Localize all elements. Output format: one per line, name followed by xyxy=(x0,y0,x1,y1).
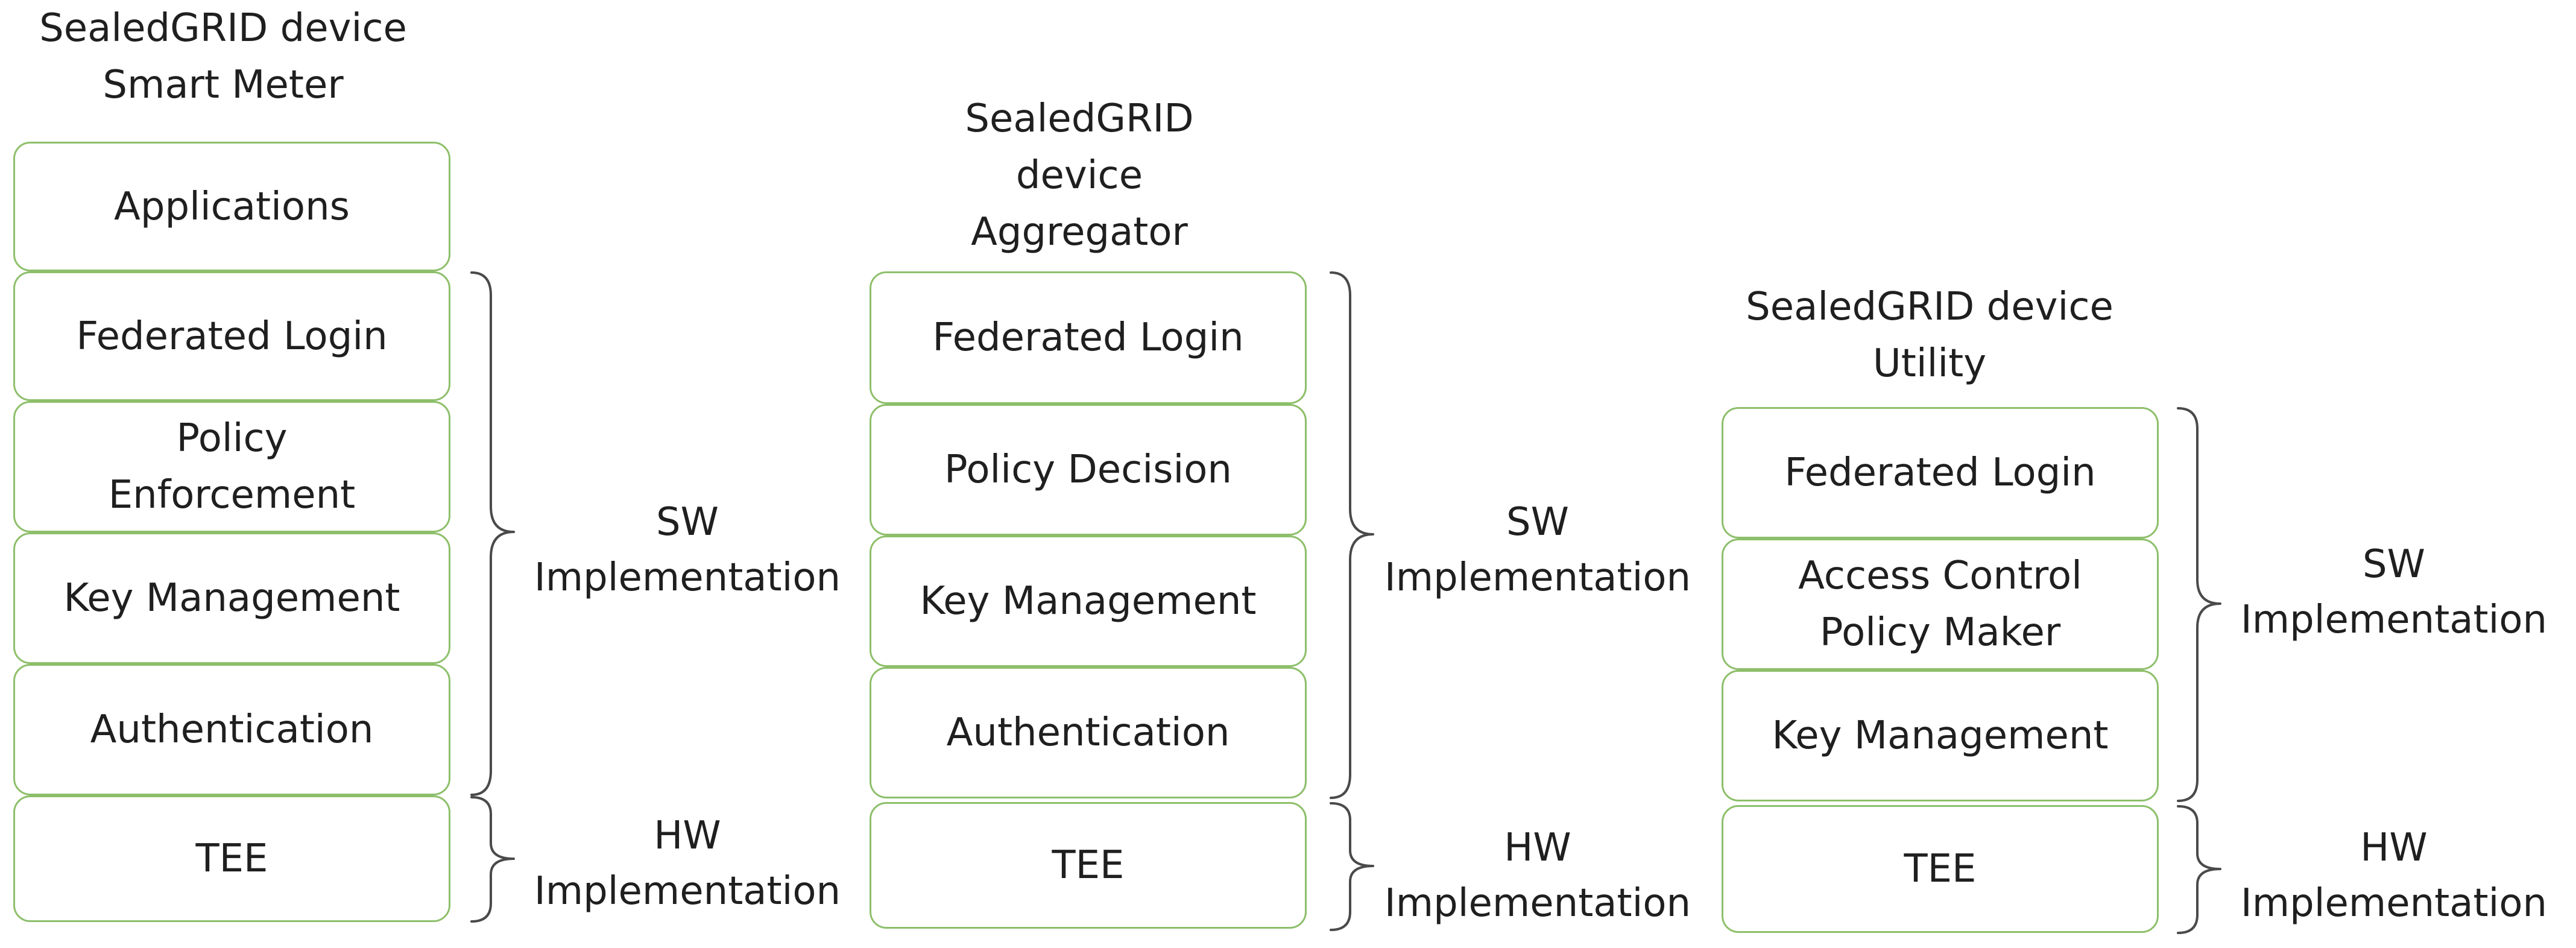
sw-implementation-label: SW Implementation xyxy=(1369,495,1706,605)
box-label: Policy Decision xyxy=(944,447,1232,492)
hw-brace xyxy=(2177,805,2221,934)
sw-brace xyxy=(1330,271,1374,799)
sw-brace xyxy=(470,271,515,796)
key-management-box: Key Management xyxy=(870,536,1307,667)
impl-line: HW xyxy=(654,814,721,858)
hw-implementation-label: HW Implementation xyxy=(2225,820,2563,931)
tee-box: TEE xyxy=(13,795,450,922)
utility-title-line: Utility xyxy=(1872,341,1987,386)
hw-brace xyxy=(1330,802,1374,931)
impl-line: SW xyxy=(2363,542,2425,587)
aggregator-title-line: SealedGRID xyxy=(965,96,1194,141)
utility-title-line: SealedGRID device xyxy=(1746,285,2114,329)
impl-line: Implementation xyxy=(1384,555,1691,600)
federated-login-box: Federated Login xyxy=(13,271,450,401)
box-label: Authentication xyxy=(946,710,1230,755)
tee-box: TEE xyxy=(870,802,1307,929)
impl-line: Implementation xyxy=(534,869,841,914)
hw-brace xyxy=(470,796,515,923)
key-management-box: Key Management xyxy=(1722,670,2159,801)
impl-line: Implementation xyxy=(1384,881,1691,926)
box-label: Federated Login xyxy=(932,315,1244,360)
box-label: Key Management xyxy=(920,579,1257,624)
smart-meter-title: SealedGRID device Smart Meter xyxy=(12,0,434,113)
box-label: Authentication xyxy=(90,707,374,752)
smart-meter-title-line: SealedGRID device xyxy=(39,6,407,51)
hw-implementation-label: HW Implementation xyxy=(519,808,856,919)
utility-title: SealedGRID device Utility xyxy=(1713,279,2147,392)
sw-implementation-label: SW Implementation xyxy=(2225,537,2563,648)
box-label: Federated Login xyxy=(76,314,388,359)
impl-line: Implementation xyxy=(2240,598,2548,642)
applications-box: Applications xyxy=(13,142,450,271)
aggregator-title: SealedGRID device Aggregator xyxy=(862,90,1296,261)
box-label: Enforcement xyxy=(108,473,356,517)
box-label: Key Management xyxy=(1772,713,2109,758)
box-label: TEE xyxy=(195,836,268,881)
federated-login-box: Federated Login xyxy=(1722,407,2159,539)
impl-line: HW xyxy=(1504,826,1571,870)
sw-brace xyxy=(2177,407,2221,802)
hw-implementation-label: HW Implementation xyxy=(1369,820,1706,931)
box-label: TEE xyxy=(1052,843,1125,888)
box-label: Applications xyxy=(114,184,350,229)
aggregator-title-line: Aggregator xyxy=(971,210,1188,254)
access-control-policy-maker-box: Access Control Policy Maker xyxy=(1722,539,2159,670)
authentication-box: Authentication xyxy=(870,667,1307,798)
aggregator-title-line: device xyxy=(1015,153,1143,198)
authentication-box: Authentication xyxy=(13,664,450,795)
key-management-box: Key Management xyxy=(13,532,450,664)
box-label: Federated Login xyxy=(1784,450,2096,495)
sw-implementation-label: SW Implementation xyxy=(519,495,856,605)
box-label: Policy xyxy=(176,416,288,461)
impl-line: SW xyxy=(1506,500,1569,545)
box-label: TEE xyxy=(1904,847,1977,891)
impl-line: HW xyxy=(2360,826,2428,870)
impl-line: SW xyxy=(656,500,719,545)
box-label: Key Management xyxy=(63,576,400,621)
policy-enforcement-box: Policy Enforcement xyxy=(13,401,450,532)
smart-meter-title-line: Smart Meter xyxy=(103,63,344,107)
tee-box: TEE xyxy=(1722,805,2159,933)
federated-login-box: Federated Login xyxy=(870,271,1307,404)
box-label: Policy Maker xyxy=(1819,610,2061,655)
policy-decision-box: Policy Decision xyxy=(870,404,1307,536)
box-label: Access Control xyxy=(1798,554,2082,598)
impl-line: Implementation xyxy=(2240,881,2548,926)
impl-line: Implementation xyxy=(534,555,841,600)
